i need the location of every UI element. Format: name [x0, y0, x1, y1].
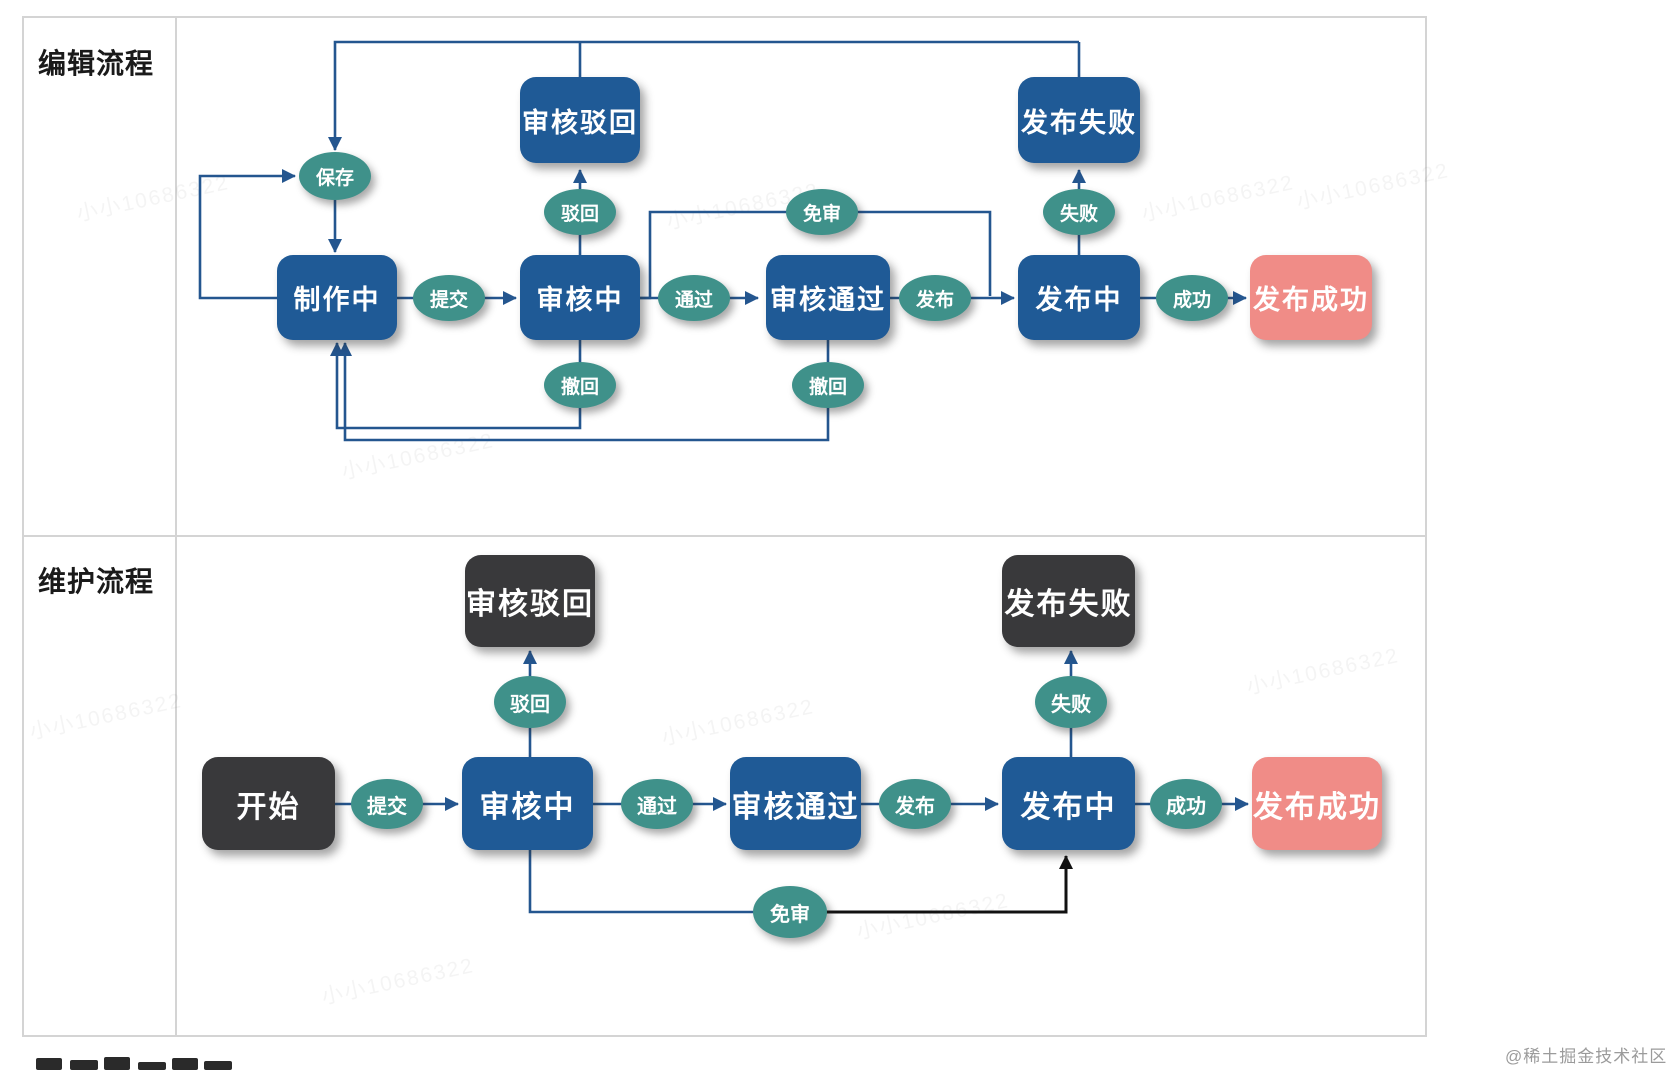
state-review-rejected-maintain: 审核驳回 — [465, 555, 595, 647]
edge-save-loop — [198, 169, 296, 300]
transition-withdraw-from-passed: 撤回 — [792, 362, 864, 408]
flow-table-border — [22, 16, 1427, 1037]
state-making-edit: 制作中 — [277, 255, 397, 340]
clipped-text-fragment — [36, 1058, 62, 1070]
edge-skip-review-maintain-black — [790, 855, 1073, 914]
transition-success-maintain: 成功 — [1150, 779, 1222, 829]
section-row-divider — [22, 535, 1427, 537]
clipped-text-fragment — [104, 1057, 130, 1070]
state-publish-success-edit: 发布成功 — [1250, 255, 1372, 340]
section-title-edit-flow: 编辑流程 — [38, 48, 155, 79]
clipped-text-fragment — [204, 1061, 232, 1070]
state-review-passed-maintain: 审核通过 — [730, 757, 861, 850]
clipped-text-fragment — [172, 1058, 198, 1070]
transition-withdraw-from-review: 撤回 — [544, 362, 616, 408]
state-reviewing-edit: 审核中 — [520, 255, 640, 340]
state-publish-success-maintain: 发布成功 — [1252, 757, 1382, 850]
state-publish-failed-maintain: 发布失败 — [1002, 555, 1135, 647]
section-title-maintain-flow: 维护流程 — [38, 566, 155, 597]
state-reviewing-maintain: 审核中 — [462, 757, 593, 850]
transition-reject-maintain: 驳回 — [494, 676, 566, 728]
transition-submit-edit: 提交 — [413, 275, 485, 321]
state-publishing-maintain: 发布中 — [1002, 757, 1135, 850]
state-review-rejected-edit: 审核驳回 — [520, 77, 640, 163]
transition-publish-maintain: 发布 — [879, 779, 951, 829]
edge-skip-review-maintain-blue — [528, 850, 790, 914]
transition-skip-review-edit: 免审 — [786, 189, 858, 235]
edge-return-to-save — [335, 40, 1081, 150]
transition-reject-edit: 驳回 — [544, 189, 616, 235]
clipped-text-fragment — [138, 1062, 166, 1070]
transition-fail-edit: 失败 — [1043, 189, 1115, 235]
label-column-divider — [175, 16, 177, 1037]
state-publishing-edit: 发布中 — [1018, 255, 1140, 340]
transition-pass-maintain: 通过 — [621, 779, 693, 829]
state-review-passed-edit: 审核通过 — [766, 255, 890, 340]
transition-submit-maintain: 提交 — [351, 779, 423, 829]
clipped-text-fragment — [70, 1060, 98, 1070]
transition-pass-edit: 通过 — [658, 275, 730, 321]
state-start-maintain: 开始 — [202, 757, 335, 850]
transition-success-edit: 成功 — [1156, 275, 1228, 321]
transition-skip-review-maintain: 免审 — [753, 886, 827, 938]
transition-publish-edit: 发布 — [899, 275, 971, 321]
community-watermark: @稀土掘金技术社区 — [1505, 1047, 1668, 1066]
transition-fail-maintain: 失败 — [1035, 676, 1107, 728]
transition-save: 保存 — [299, 152, 371, 200]
state-publish-failed-edit: 发布失败 — [1018, 77, 1140, 163]
